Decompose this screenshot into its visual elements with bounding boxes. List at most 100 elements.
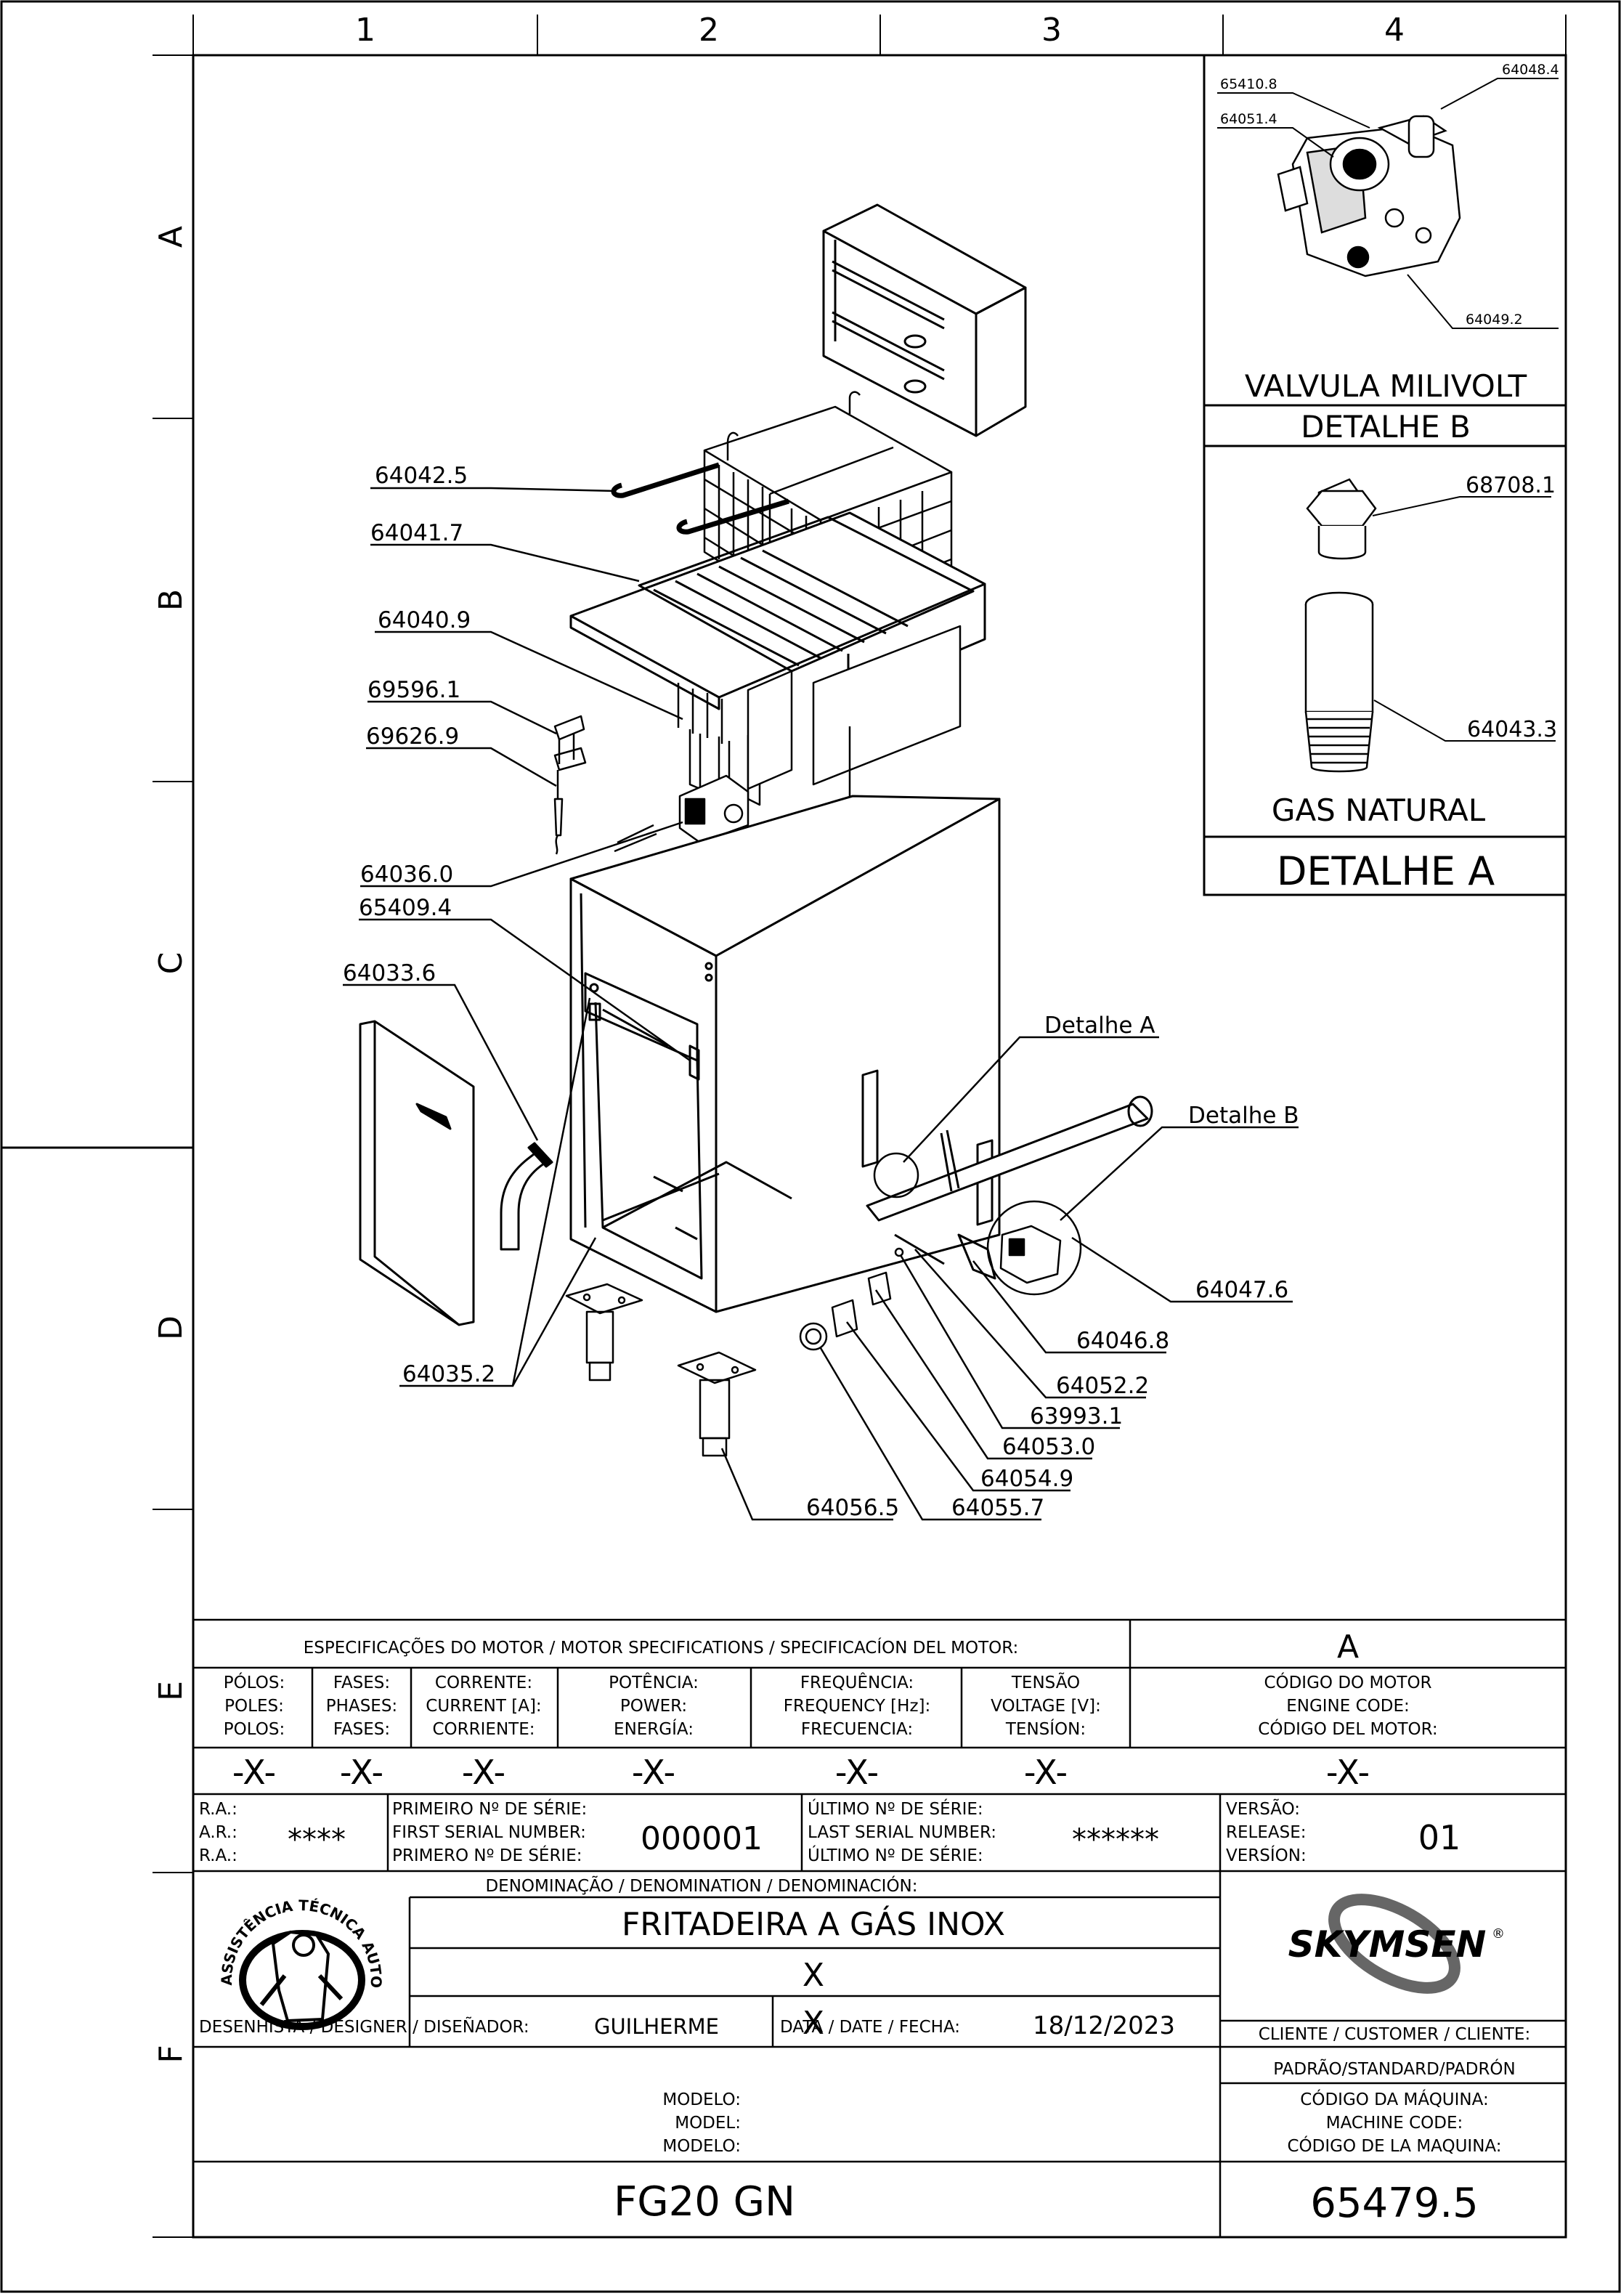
poles-label-es: POLOS: [224, 1720, 285, 1739]
detail-a-panel: 68708.1 64043.3 GAS NATURAL DETALHE A [1203, 445, 1567, 896]
grid-row-c: C [153, 952, 190, 975]
detail-b-title: DETALHE B [1301, 409, 1471, 445]
power-label-en: POWER: [620, 1697, 687, 1716]
callout-64052-2: 64052.2 [1056, 1373, 1149, 1399]
callout-64033-6: 64033.6 [343, 960, 436, 986]
first-serial-label-es: PRIMERO Nº DE SÉRIE: [392, 1845, 582, 1865]
first-serial-label-en: FIRST SERIAL NUMBER: [392, 1823, 586, 1842]
drain-pipe [500, 1142, 553, 1251]
grid-row-a: A [153, 226, 190, 248]
callout-64053-0: 64053.0 [1002, 1434, 1095, 1460]
model-label-pt: MODELO: [662, 2090, 741, 2109]
grid-column-2: 2 [699, 12, 719, 49]
model-label-en: MODEL: [675, 2114, 741, 2133]
ra-value: **** [288, 1823, 346, 1857]
power-label-pt: POTÊNCIA: [609, 1672, 699, 1692]
callout-64055-7: 64055.7 [951, 1495, 1044, 1521]
denomination-line-1: FRITADEIRA A GÁS INOX [622, 1904, 1005, 1943]
ra-label-en: A.R.: [199, 1823, 237, 1842]
brand-registered-mark: ® [1492, 1926, 1505, 1942]
current-label-es: CORRIENTE: [433, 1720, 535, 1739]
detail-b-caption: VALVULA MILIVOLT [1245, 368, 1527, 404]
poles-label-en: POLES: [224, 1697, 284, 1716]
callout-65409-4: 65409.4 [359, 895, 452, 921]
motor-spec-table: PÓLOS: POLES: POLOS: FASES: PHASES: FASE… [224, 1672, 1438, 1739]
grid-column-labels: 1 2 3 4 [355, 12, 1405, 49]
model-label-es: MODELO: [662, 2137, 741, 2156]
brand-name: SKYMSEN [1288, 1923, 1487, 1966]
grid-row-d: D [153, 1315, 190, 1340]
denomination-line-3: X [803, 2005, 824, 2042]
phases-label-en: PHASES: [326, 1697, 397, 1716]
callout-69596-1: 69596.1 [367, 677, 460, 703]
last-serial-value: ****** [1072, 1823, 1159, 1857]
detail-a-caption: GAS NATURAL [1272, 792, 1486, 828]
callout-64047-6: 64047.6 [1195, 1277, 1288, 1303]
frequency-value: -X- [835, 1753, 879, 1792]
first-serial-label-pt: PRIMEIRO Nº DE SÉRIE: [392, 1798, 587, 1819]
revision-letter: A [1337, 1628, 1359, 1666]
machine-code-label-en: MACHINE CODE: [1326, 2114, 1463, 2133]
grid-row-b: B [153, 589, 190, 611]
grid-row-labels: A B C D E F [153, 226, 190, 2064]
motor-spec-header: ESPECIFICAÇÕES DO MOTOR / MOTOR SPECIFIC… [304, 1636, 1019, 1658]
voltage-value: -X- [1024, 1753, 1068, 1792]
phases-value: -X- [340, 1753, 383, 1792]
callout-64040-9: 64040.9 [378, 607, 471, 633]
power-label-es: ENERGÍA: [614, 1719, 694, 1739]
frypot-burners [677, 625, 962, 872]
fryer-top-cover [569, 511, 986, 710]
leader-lines [343, 487, 1299, 1521]
denomination-header: DENOMINAÇÃO / DENOMINATION / DENOMINACIÓ… [485, 1875, 917, 1896]
last-serial-label-pt: ÚLTIMO Nº DE SÉRIE: [808, 1798, 983, 1819]
denomination-line-2: X [803, 1957, 824, 1994]
grid-column-3: 3 [1041, 12, 1062, 49]
pilot-assembly [553, 715, 587, 855]
detail-b-panel: 65410.8 64051.4 64048.4 64049.2 VALVULA … [1203, 54, 1567, 447]
date-label: DATA / DATE / FECHA: [780, 2018, 960, 2037]
version-value: 01 [1418, 1818, 1461, 1857]
fryer-cabinet [569, 795, 1001, 1313]
machine-code-label-pt: CÓDIGO DA MÁQUINA: [1300, 2089, 1488, 2109]
callout-detalhe-b: Detalhe B [1188, 1103, 1299, 1129]
callout-64041-7: 64041.7 [370, 520, 463, 546]
detail-b-marker-circle [986, 1200, 1082, 1296]
millivolt-valve-illustration [1277, 115, 1461, 277]
first-serial-value: 000001 [641, 1820, 763, 1857]
version-label-es: VERSÍON: [1226, 1845, 1307, 1865]
callout-64036-0: 64036.0 [360, 861, 453, 888]
adjustable-feet [565, 1283, 757, 1457]
detail-a-part-68708-1: 68708.1 [1466, 473, 1556, 498]
grid-column-4: 4 [1384, 12, 1405, 49]
gas-injector-illustration [1306, 478, 1377, 560]
phases-label-pt: FASES: [333, 1674, 390, 1692]
cabinet-door [359, 1020, 475, 1326]
engine-code-value: -X- [1326, 1753, 1370, 1792]
last-serial-label-es: ÚLTIMO Nº DE SÉRIE: [808, 1845, 983, 1865]
detail-b-leaders [1217, 78, 1559, 329]
title-block-grid [193, 1618, 1566, 2237]
model-value: FG20 GN [614, 2178, 795, 2226]
detail-a-part-64043-3: 64043.3 [1467, 717, 1557, 742]
voltage-label-en: VOLTAGE [V]: [991, 1697, 1101, 1716]
designer-label: DESENHISTA / DESIGNER / DISEÑADOR: [199, 2016, 529, 2037]
version-label-pt: VERSÃO: [1226, 1798, 1300, 1819]
designer-value: GUILHERME [594, 2014, 719, 2039]
machine-code-value: 65479.5 [1310, 2180, 1479, 2227]
voltage-label-pt: TENSÃO [1011, 1672, 1080, 1692]
callout-64035-2: 64035.2 [402, 1361, 495, 1387]
frequency-label-pt: FREQUÊNCIA: [800, 1672, 914, 1692]
ra-label-pt: R.A.: [199, 1800, 237, 1819]
frequency-label-en: FREQUENCY [Hz]: [784, 1697, 931, 1716]
serial-row: R.A.: A.R.: R.A.: **** PRIMEIRO Nº DE SÉ… [199, 1798, 1460, 1865]
grid-row-e: E [153, 1681, 190, 1701]
callout-64042-5: 64042.5 [375, 463, 468, 489]
valve-in-circle [999, 1225, 1062, 1284]
detail-b-part-64049-2: 64049.2 [1466, 312, 1523, 328]
last-serial-label-en: LAST SERIAL NUMBER: [808, 1823, 996, 1842]
poles-label-pt: PÓLOS: [224, 1672, 285, 1692]
date-value: 18/12/2023 [1033, 2011, 1175, 2040]
callout-64046-8: 64046.8 [1076, 1328, 1169, 1354]
